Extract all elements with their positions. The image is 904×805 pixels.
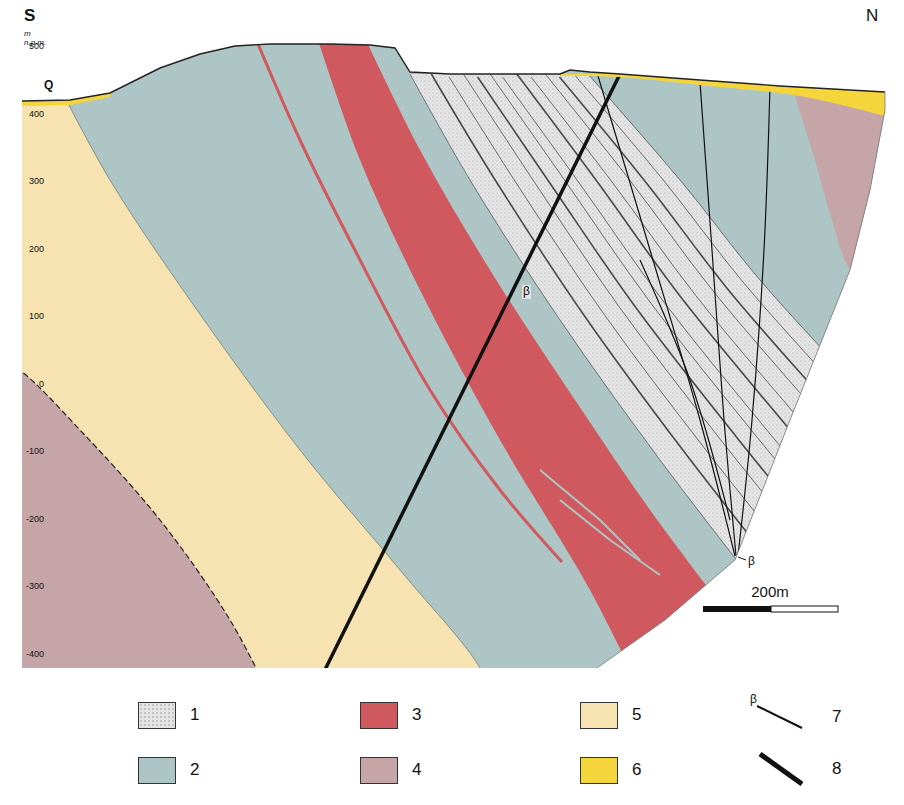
legend-swatch — [138, 702, 176, 729]
axis-tick: 200 — [29, 245, 44, 255]
leader-line — [738, 557, 746, 560]
fault-line — [598, 76, 735, 556]
legend-number: 7 — [832, 708, 841, 727]
legend-number: 4 — [412, 761, 421, 780]
coal-seam-line — [560, 77, 904, 517]
coal-seam-line — [478, 77, 836, 559]
legend-number: 8 — [832, 760, 841, 779]
coal-seam-line — [574, 74, 904, 507]
axis-tick: 0 — [39, 380, 44, 390]
scale-label: 200m — [751, 584, 789, 601]
direction-label: N — [866, 7, 878, 26]
quaternary-cover — [560, 74, 885, 116]
coal-seam-line — [490, 74, 850, 550]
coal-seam-line — [463, 74, 820, 563]
axis-tick: -400 — [26, 650, 44, 660]
legend-main-fault-sample — [760, 754, 802, 784]
axis-tick: 100 — [29, 312, 44, 322]
legend-number: 6 — [632, 761, 641, 780]
legend-swatch — [360, 757, 398, 784]
legend-fault-symbol: β — [750, 693, 757, 706]
section-body — [0, 0, 904, 700]
fault-line — [738, 86, 770, 556]
boundary-line — [410, 74, 760, 590]
interfinger-line — [560, 500, 660, 575]
coal-seam-line — [545, 74, 904, 522]
legend-number: 1 — [190, 706, 199, 725]
unit-4-fill — [0, 360, 272, 700]
coal-seam-line — [449, 77, 804, 573]
axis-tick: -300 — [26, 582, 44, 592]
scale-bar — [703, 606, 838, 612]
legend-samples — [757, 706, 802, 784]
ground-surface — [22, 44, 885, 101]
unit-2-fill — [588, 60, 904, 500]
legend-fault-sample — [757, 706, 802, 728]
fault-symbol: β — [748, 555, 755, 568]
fault-line — [640, 260, 730, 520]
coal-seam-line — [431, 74, 784, 579]
legend-swatch — [360, 702, 398, 729]
direction-label: S — [24, 7, 35, 26]
legend-number: 5 — [632, 706, 641, 725]
axis-tick: -200 — [26, 515, 44, 525]
axis-tick: -100 — [26, 447, 44, 457]
legend-swatch — [580, 702, 618, 729]
section-edge — [597, 92, 885, 668]
legend-swatch — [580, 757, 618, 784]
fault-line — [700, 82, 736, 556]
legend-number: 2 — [190, 761, 199, 780]
axis-tick: 500 — [29, 42, 44, 52]
unit-label: Q — [44, 79, 53, 92]
main-fault — [310, 70, 622, 700]
interfinger-line — [540, 470, 640, 560]
legend-number: 3 — [412, 706, 421, 725]
axis-tick: 300 — [29, 177, 44, 187]
coal-seam-line — [503, 77, 864, 546]
coal-seam-line — [517, 74, 880, 536]
boundary-line — [588, 74, 904, 500]
fault-symbol: β — [522, 285, 531, 298]
dashed-boundary — [0, 360, 272, 700]
axis-tick: 400 — [29, 110, 44, 120]
legend-swatch — [138, 757, 176, 784]
